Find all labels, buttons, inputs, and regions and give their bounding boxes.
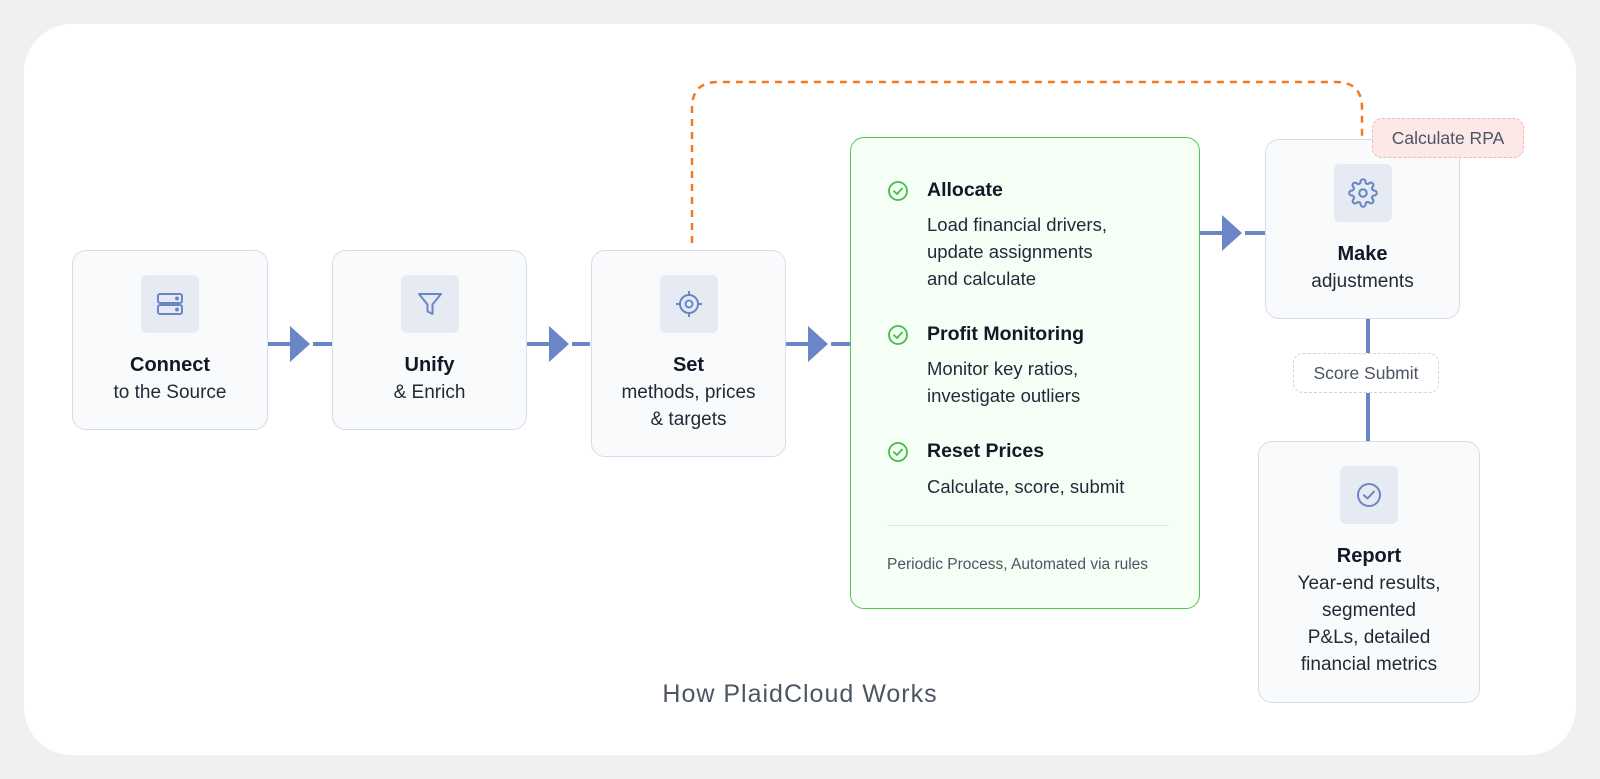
periodic-item-body: and calculate (927, 268, 1037, 289)
periodic-footer: Periodic Process, Automated via rules (887, 556, 1149, 573)
rpa-loop-connector (690, 80, 1364, 243)
step-make-adjustments: Make adjustments (1265, 139, 1460, 319)
step-subtitle: & targets (650, 409, 727, 430)
arrow-connect-unify (268, 326, 332, 362)
filter-icon (400, 275, 459, 333)
step-unify: Unify & Enrich (332, 250, 527, 430)
divider (887, 525, 1169, 526)
step-title: Set (672, 354, 705, 376)
step-title: Connect (130, 354, 210, 376)
check-circle-icon (1340, 466, 1398, 524)
server-icon (141, 275, 199, 333)
report-subtitle: financial metrics (1300, 654, 1438, 675)
report-subtitle: Year-end results, (1297, 573, 1441, 594)
calculate-rpa-tag: Calculate RPA (1372, 118, 1524, 158)
report-title: Report (1336, 545, 1402, 567)
diagram-caption: How PlaidCloud Works (662, 680, 938, 708)
step-connect: Connect to the Source (72, 250, 268, 430)
periodic-item-body: investigate outliers (927, 385, 1081, 406)
periodic-item-title: Profit Monitoring (927, 323, 1085, 345)
report-subtitle: P&Ls, detailed (1307, 627, 1431, 648)
gear-icon (1333, 164, 1392, 222)
step-subtitle: to the Source (113, 382, 227, 403)
periodic-item-body: Monitor key ratios, (927, 358, 1079, 379)
check-icon (888, 325, 908, 345)
target-icon (659, 275, 718, 333)
check-icon (888, 442, 908, 462)
periodic-item-title: Allocate (927, 179, 1003, 201)
step-set: Set methods, prices & targets (591, 250, 786, 457)
periodic-item-body: Load financial drivers, (927, 214, 1107, 235)
score-submit-tag: Score Submit (1293, 353, 1439, 393)
make-subtitle: adjustments (1311, 271, 1414, 292)
step-report: Report Year-end results, segmented P&Ls,… (1258, 441, 1480, 703)
arrow-unify-set (527, 326, 590, 362)
make-title: Make (1337, 243, 1388, 265)
report-subtitle: segmented (1321, 600, 1416, 621)
periodic-process-card: Allocate Load financial drivers, update … (850, 137, 1200, 609)
arrow-periodic-make (1200, 215, 1265, 251)
check-icon (888, 181, 908, 201)
periodic-item-title: Reset Prices (927, 440, 1045, 462)
step-subtitle: & Enrich (393, 382, 466, 403)
arrow-set-periodic (786, 326, 850, 362)
periodic-item-body: Calculate, score, submit (927, 476, 1125, 497)
periodic-item-body: update assignments (927, 241, 1093, 262)
step-subtitle: methods, prices (621, 382, 756, 403)
step-title: Unify (404, 354, 455, 376)
